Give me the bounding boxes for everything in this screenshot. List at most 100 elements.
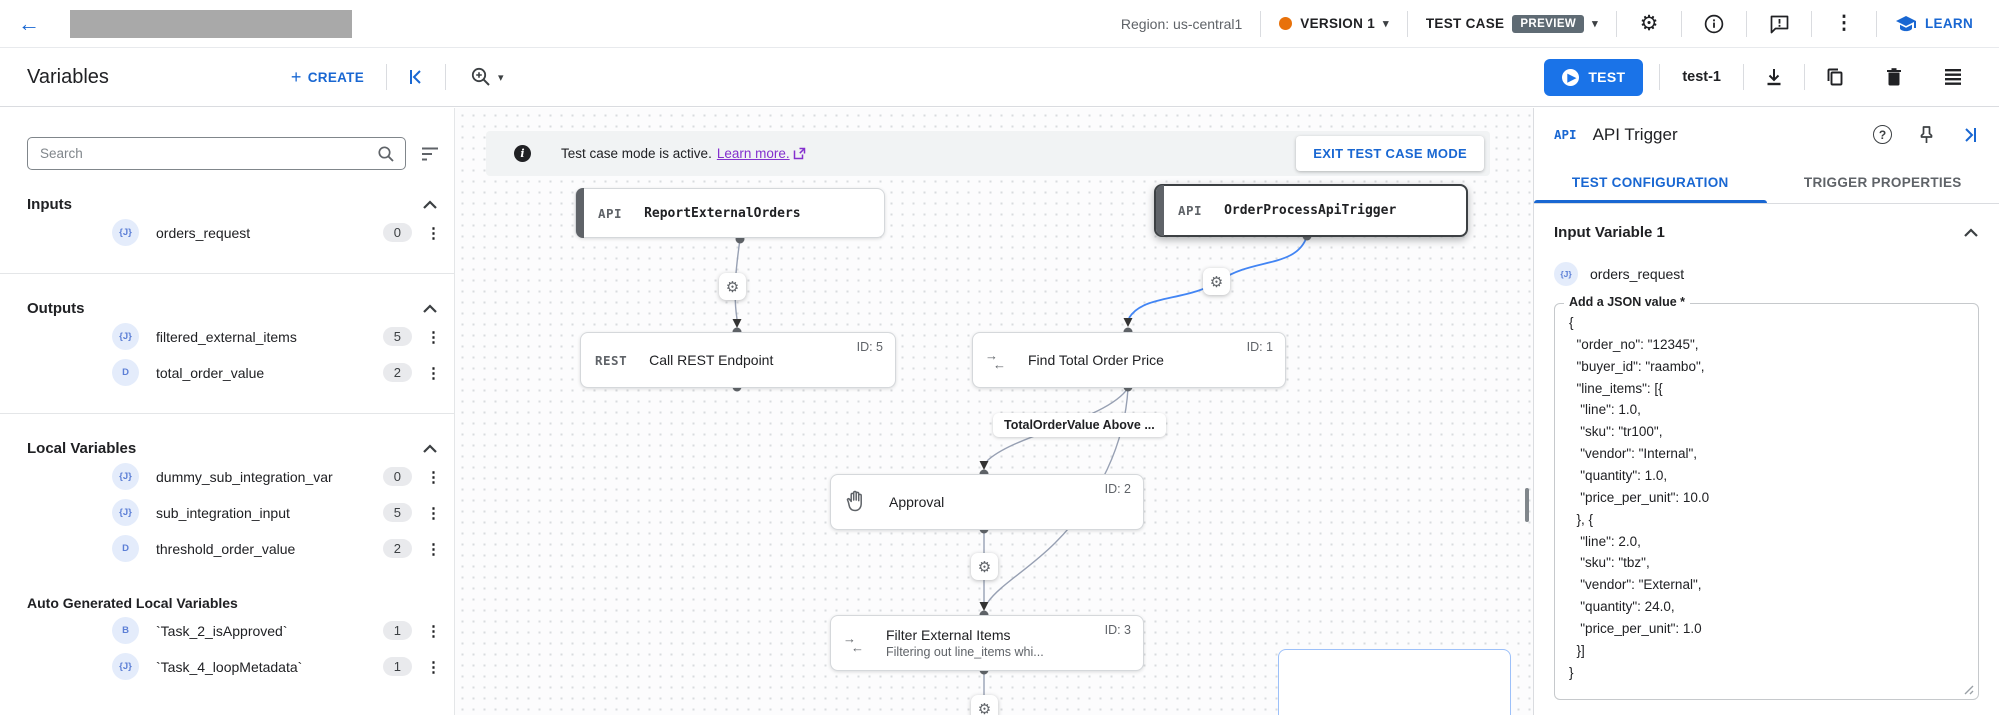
variable-row[interactable]: {J} orders_request 0 ⋮ bbox=[0, 216, 454, 249]
node-approval[interactable]: Approval ID: 2 bbox=[830, 474, 1144, 530]
external-link-icon bbox=[793, 147, 805, 160]
divider bbox=[0, 273, 454, 274]
variable-row[interactable]: B `Task_2_isApproved` 1 ⋮ bbox=[0, 614, 454, 647]
tab-trigger-properties[interactable]: TRIGGER PROPERTIES bbox=[1803, 175, 1962, 190]
node-order-process-api-trigger[interactable]: API OrderProcessApiTrigger bbox=[1154, 184, 1468, 237]
info-icon: i bbox=[514, 145, 531, 162]
integration-canvas[interactable]: i Test case mode is active. Learn more. … bbox=[455, 108, 1533, 715]
section-outputs[interactable]: Outputs bbox=[0, 300, 454, 317]
api-type-icon: API bbox=[1554, 127, 1577, 142]
test-case-name: test-1 bbox=[1682, 69, 1721, 85]
learn-more-link[interactable]: Learn more. bbox=[716, 146, 790, 161]
row-menu-icon[interactable]: ⋮ bbox=[426, 504, 441, 522]
variable-row[interactable]: {J} dummy_sub_integration_var 0 ⋮ bbox=[0, 460, 454, 493]
approval-hand-icon bbox=[845, 490, 867, 514]
section-inputs[interactable]: Inputs bbox=[0, 196, 454, 213]
boolean-type-icon: B bbox=[112, 617, 139, 644]
info-icon bbox=[1704, 14, 1724, 33]
variable-row[interactable]: {J} sub_integration_input 5 ⋮ bbox=[0, 496, 454, 529]
tab-test-configuration[interactable]: TEST CONFIGURATION bbox=[1534, 161, 1767, 203]
sort-icon[interactable] bbox=[420, 146, 440, 162]
exit-test-case-mode-button[interactable]: EXIT TEST CASE MODE bbox=[1296, 136, 1484, 171]
copy-icon bbox=[1827, 68, 1843, 86]
panel-tabs: TEST CONFIGURATION TRIGGER PROPERTIES bbox=[1534, 161, 1999, 204]
row-menu-icon[interactable]: ⋮ bbox=[426, 622, 441, 640]
divider bbox=[1804, 64, 1805, 90]
chevron-up-icon bbox=[423, 443, 437, 453]
play-icon: ▶ bbox=[1562, 68, 1580, 86]
divider bbox=[1616, 10, 1617, 37]
divider bbox=[1260, 10, 1262, 37]
data-mapping-icon: →← bbox=[843, 631, 864, 655]
more-options-button[interactable]: ⋮ bbox=[1812, 12, 1876, 35]
zoom-in-icon bbox=[471, 67, 490, 86]
variable-name: `Task_2_isApproved` bbox=[156, 622, 288, 639]
chevron-up-icon[interactable] bbox=[1963, 227, 1979, 238]
graduation-cap-icon bbox=[1896, 15, 1916, 31]
feedback-button[interactable] bbox=[1747, 14, 1811, 34]
section-title: Outputs bbox=[27, 300, 85, 317]
chevron-up-icon bbox=[423, 199, 437, 209]
test-button[interactable]: ▶ TEST bbox=[1544, 58, 1644, 96]
collapse-right-icon[interactable] bbox=[1961, 126, 1979, 144]
node-call-rest-endpoint[interactable]: REST Call REST Endpoint ID: 5 bbox=[580, 332, 896, 388]
section-local-variables[interactable]: Local Variables bbox=[0, 440, 454, 457]
usage-count-badge: 0 bbox=[382, 467, 412, 486]
row-menu-icon[interactable]: ⋮ bbox=[426, 540, 441, 558]
edge-settings-icon[interactable]: ⚙ bbox=[971, 553, 998, 580]
node-find-total-order-price[interactable]: →← Find Total Order Price ID: 1 bbox=[972, 332, 1286, 388]
zoom-control[interactable]: ▾ bbox=[446, 66, 528, 88]
json-type-icon: {J} bbox=[112, 219, 139, 246]
back-arrow-icon[interactable]: ← bbox=[18, 10, 40, 36]
divider bbox=[1681, 10, 1682, 37]
settings-button[interactable]: ⚙ bbox=[1617, 11, 1681, 36]
copy-button[interactable] bbox=[1805, 67, 1865, 87]
search-input[interactable] bbox=[40, 146, 377, 161]
usage-count-badge: 1 bbox=[382, 621, 412, 640]
row-menu-icon[interactable]: ⋮ bbox=[426, 224, 441, 242]
row-menu-icon[interactable]: ⋮ bbox=[426, 364, 441, 382]
version-selector[interactable]: VERSION 1 ▾ bbox=[1261, 16, 1407, 31]
row-menu-icon[interactable]: ⋮ bbox=[426, 468, 441, 486]
version-status-icon bbox=[1279, 17, 1293, 30]
chevron-down-icon: ▾ bbox=[1383, 18, 1389, 30]
variable-name: orders_request bbox=[1590, 266, 1685, 282]
json-type-icon: {J} bbox=[112, 499, 139, 526]
test-case-label: TEST CASE bbox=[1425, 16, 1505, 31]
canvas-scrollbar[interactable] bbox=[1525, 488, 1529, 522]
variable-row[interactable]: {J} `Task_4_loopMetadata` 1 ⋮ bbox=[0, 650, 454, 683]
variable-row[interactable]: D total_order_value 2 ⋮ bbox=[0, 356, 454, 389]
node-filter-external-items[interactable]: →← Filter External Items Filtering out l… bbox=[830, 615, 1144, 671]
json-field-label: Add a JSON value * bbox=[1564, 295, 1691, 309]
variable-row[interactable]: D threshold_order_value 2 ⋮ bbox=[0, 532, 454, 565]
pin-icon[interactable] bbox=[1918, 125, 1935, 145]
info-button[interactable] bbox=[1682, 14, 1746, 34]
download-button[interactable] bbox=[1744, 67, 1804, 87]
collapse-panel-button[interactable] bbox=[387, 68, 445, 86]
empty-node-placeholder[interactable] bbox=[1278, 649, 1511, 715]
edge-settings-icon[interactable]: ⚙ bbox=[971, 695, 998, 715]
edge-condition-label[interactable]: TotalOrderValue Above ... bbox=[993, 413, 1166, 437]
variable-name: dummy_sub_integration_var bbox=[156, 468, 333, 485]
node-title: Find Total Order Price bbox=[1028, 352, 1164, 368]
chevron-down-icon: ▾ bbox=[498, 71, 504, 84]
json-value-textarea[interactable]: { "order_no": "12345", "buyer_id": "raam… bbox=[1555, 304, 1978, 699]
delete-button[interactable] bbox=[1865, 67, 1923, 87]
learn-link[interactable]: LEARN bbox=[1877, 15, 1983, 33]
execution-log-button[interactable] bbox=[1923, 68, 1983, 86]
version-label: VERSION 1 bbox=[1300, 16, 1376, 31]
divider bbox=[1876, 10, 1877, 37]
help-icon[interactable]: ? bbox=[1873, 125, 1892, 144]
chevron-up-icon bbox=[423, 303, 437, 313]
edge-settings-icon[interactable]: ⚙ bbox=[719, 273, 746, 300]
variable-name: sub_integration_input bbox=[156, 504, 290, 521]
variable-row[interactable]: {J} filtered_external_items 5 ⋮ bbox=[0, 320, 454, 353]
row-menu-icon[interactable]: ⋮ bbox=[426, 658, 441, 676]
node-title: Filter External Items bbox=[886, 627, 1011, 643]
edge-settings-icon[interactable]: ⚙ bbox=[1203, 268, 1230, 295]
chevron-down-icon: ▾ bbox=[1592, 18, 1598, 30]
create-variable-button[interactable]: + CREATE bbox=[269, 67, 386, 88]
node-report-external-orders[interactable]: API ReportExternalOrders bbox=[575, 188, 885, 238]
test-case-selector[interactable]: TEST CASE PREVIEW ▾ bbox=[1408, 14, 1616, 33]
row-menu-icon[interactable]: ⋮ bbox=[426, 328, 441, 346]
